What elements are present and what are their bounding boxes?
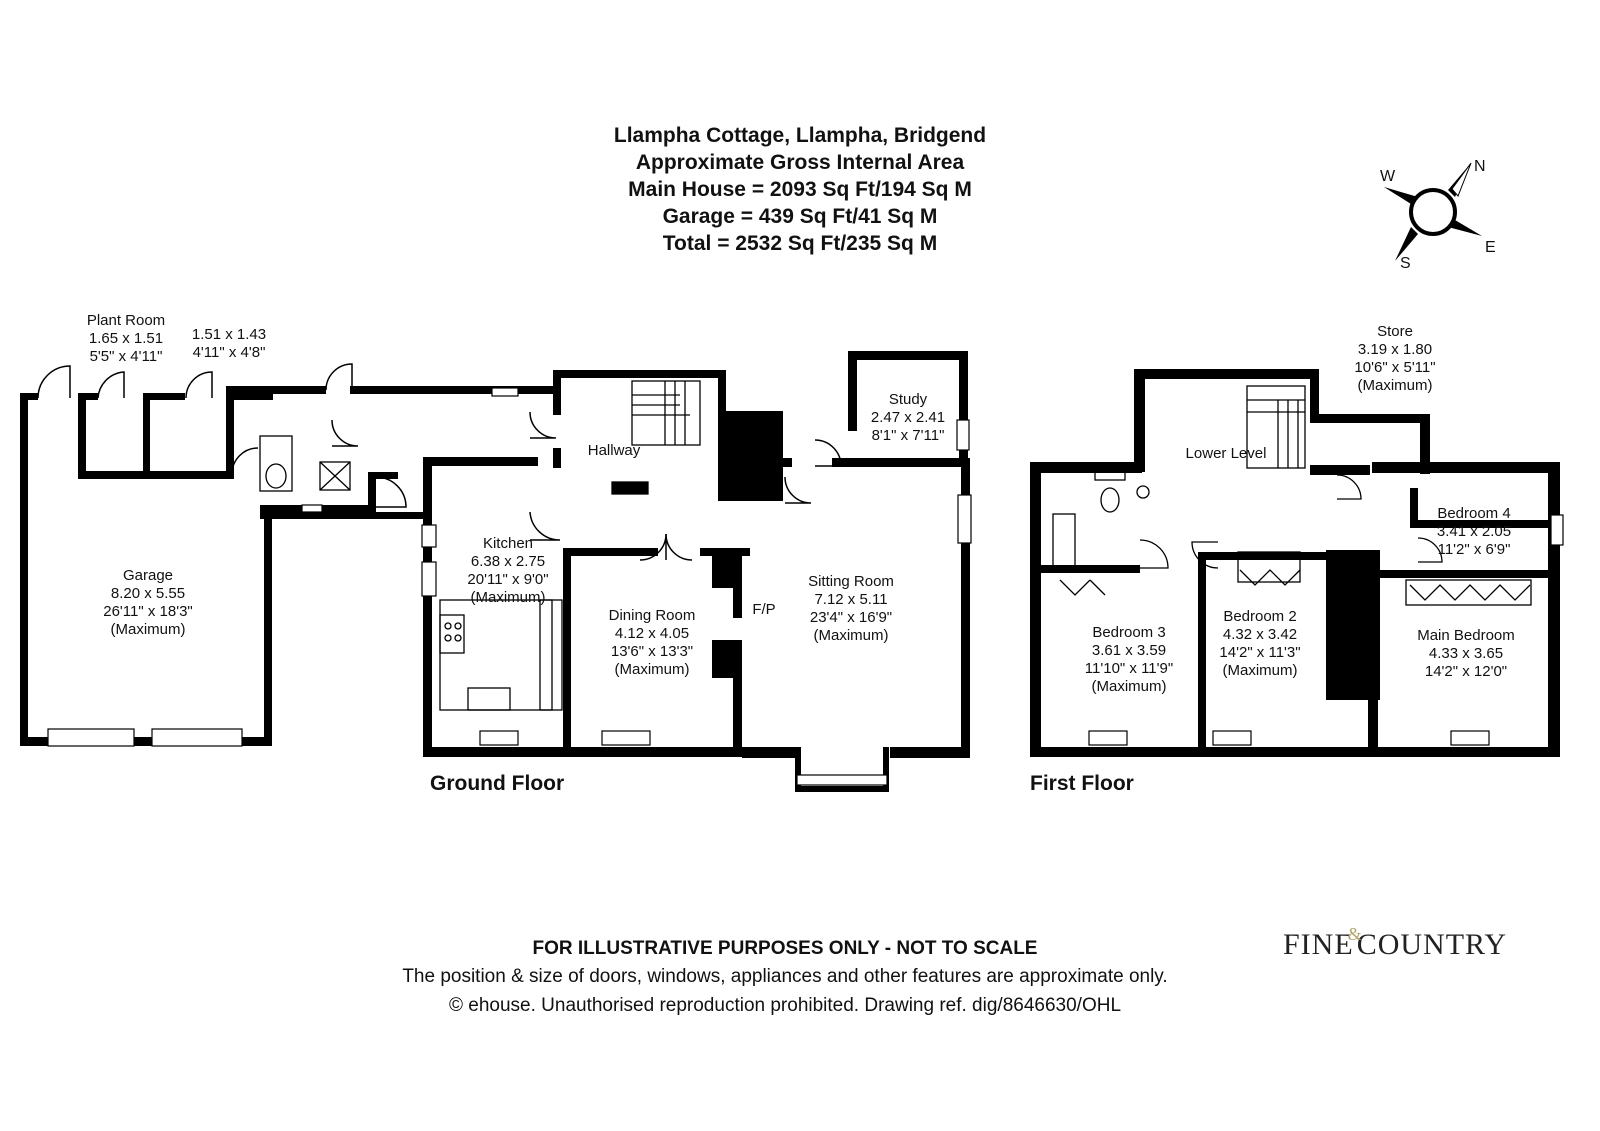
bedroom2-imperial: 14'2" x 11'3" [1219, 644, 1300, 661]
main-bedroom-metric: 4.33 x 3.65 [1429, 645, 1503, 662]
bedroom2-metric: 4.32 x 3.42 [1223, 626, 1297, 643]
kitchen-name: Kitchen [483, 535, 533, 552]
ground-floor-doors [37, 363, 842, 561]
footer: FOR ILLUSTRATIVE PURPOSES ONLY - NOT TO … [0, 936, 1600, 1020]
bedroom2-note: (Maximum) [1223, 662, 1298, 679]
compass-w: W [1380, 168, 1396, 185]
plant-room-imperial: 5'5" x 4'11" [90, 348, 163, 365]
sitting-imperial: 23'4" x 16'9" [810, 609, 892, 626]
kitchen-note: (Maximum) [471, 589, 546, 606]
logo-part2: COUNTRY [1356, 928, 1508, 961]
dining-name: Dining Room [609, 607, 696, 624]
header: Llampha Cottage, Llampha, Bridgend Appro… [0, 122, 1600, 257]
bedroom4-metric: 3.41 x 2.05 [1437, 523, 1511, 540]
store-name: Store [1377, 323, 1413, 340]
bedroom3-imperial: 11'10" x 11'9" [1085, 660, 1173, 677]
area-subtitle: Approximate Gross Internal Area [635, 151, 965, 174]
kitchen-imperial: 20'11" x 9'0" [467, 571, 548, 588]
study-metric: 2.47 x 2.41 [871, 409, 945, 426]
bedroom2-name: Bedroom 2 [1223, 608, 1296, 625]
study-name: Study [889, 391, 928, 408]
store-note: (Maximum) [1358, 377, 1433, 394]
garage-metric: 8.20 x 5.55 [111, 585, 185, 602]
bedroom4-name: Bedroom 4 [1437, 505, 1510, 522]
sitting-name: Sitting Room [808, 573, 894, 590]
room-labels: Plant Room 1.65 x 1.51 5'5" x 4'11" 1.51… [87, 312, 1515, 695]
logo-part1: FINE [1283, 928, 1354, 961]
bedroom4-imperial: 11'2" x 6'9" [1438, 541, 1511, 558]
ground-floor-fixtures [259, 380, 701, 711]
store-metric: 3.19 x 1.80 [1358, 341, 1432, 358]
kitchen-metric: 6.38 x 2.75 [471, 553, 545, 570]
main-bedroom-name: Main Bedroom [1417, 627, 1515, 644]
first-floor-walls [1030, 369, 1560, 757]
sitting-metric: 7.12 x 5.11 [814, 591, 887, 608]
dining-metric: 4.12 x 4.05 [615, 625, 689, 642]
garage-area: Garage = 439 Sq Ft/41 Sq M [662, 205, 938, 228]
plant-room-metric: 1.65 x 1.51 [89, 330, 163, 347]
logo-amp: & [1347, 924, 1363, 944]
compass-icon: N E S W [1380, 158, 1496, 272]
dining-imperial: 13'6" x 13'3" [611, 643, 693, 660]
garage-name: Garage [123, 567, 173, 584]
dining-note: (Maximum) [615, 661, 690, 678]
plant-room-name: Plant Room [87, 312, 165, 329]
lower-level-name: Lower Level [1186, 445, 1267, 462]
sitting-note: (Maximum) [814, 627, 889, 644]
ground-floor-windows [47, 387, 972, 786]
main-bedroom-imperial: 14'2" x 12'0" [1425, 663, 1507, 680]
compass-e: E [1485, 239, 1496, 256]
fine-country-logo: FINE&COUNTRY [1283, 924, 1508, 962]
store-small-imperial: 4'11" x 4'8" [193, 344, 266, 361]
bedroom3-name: Bedroom 3 [1092, 624, 1165, 641]
footer-note-2: © ehouse. Unauthorised reproduction proh… [448, 995, 1122, 1016]
first-floor-fixtures [1052, 385, 1532, 606]
compass-n: N [1474, 158, 1486, 175]
garage-imperial: 26'11" x 18'3" [103, 603, 193, 620]
bedroom3-note: (Maximum) [1092, 678, 1167, 695]
total-area: Total = 2532 Sq Ft/235 Sq M [662, 232, 938, 255]
study-imperial: 8'1" x 7'11" [872, 427, 945, 444]
hallway-name: Hallway [588, 442, 641, 459]
property-title: Llampha Cottage, Llampha, Bridgend [613, 124, 987, 147]
fireplace-label: F/P [752, 601, 775, 618]
bedroom3-metric: 3.61 x 3.59 [1092, 642, 1166, 659]
main-house-area: Main House = 2093 Sq Ft/194 Sq M [628, 178, 972, 201]
ground-floor-walls [20, 351, 970, 792]
compass-s: S [1400, 255, 1411, 272]
footer-note-1: The position & size of doors, windows, a… [402, 966, 1168, 987]
store-small-metric: 1.51 x 1.43 [192, 326, 266, 343]
first-floor-windows [1088, 514, 1564, 746]
garage-note: (Maximum) [111, 621, 186, 638]
ground-floor-label: Ground Floor [430, 772, 564, 795]
disclaimer: FOR ILLUSTRATIVE PURPOSES ONLY - NOT TO … [532, 938, 1038, 959]
store-imperial: 10'6" x 5'11" [1354, 359, 1435, 376]
first-floor-label: First Floor [1030, 772, 1134, 795]
